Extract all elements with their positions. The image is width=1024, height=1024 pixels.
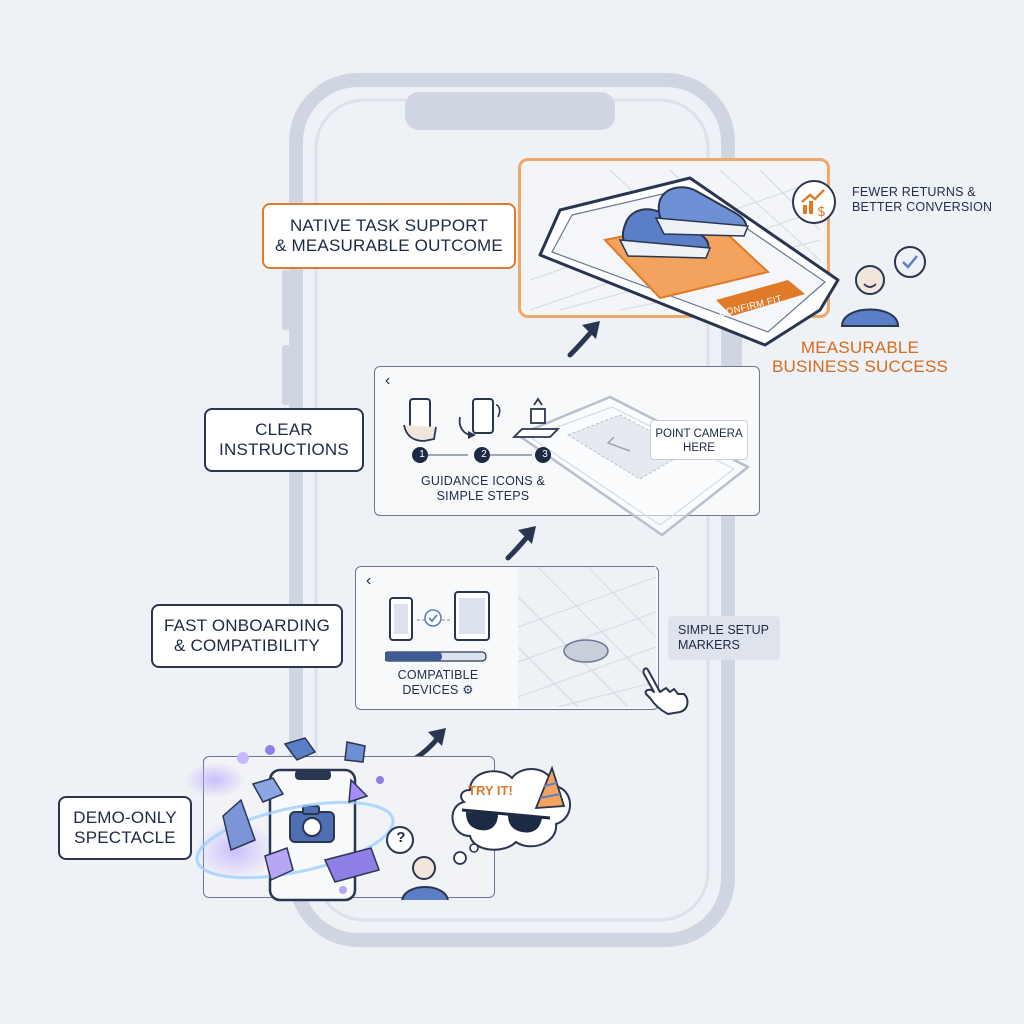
gear-icon: ⚙ — [462, 683, 474, 697]
try-it-text: TRY IT! — [468, 783, 513, 798]
svg-text:$: $ — [817, 204, 826, 220]
compatible-devices-icons — [385, 591, 490, 662]
arrow-up-icon — [567, 321, 600, 358]
setup-grid-area — [518, 567, 656, 707]
spectacle-scene — [185, 737, 395, 902]
rotate-phone-icon — [458, 398, 501, 439]
place-surface-icon — [511, 397, 561, 438]
back-icon[interactable]: ‹ — [385, 372, 391, 389]
confused-user-icon — [386, 826, 449, 900]
arrow-up-icon-2 — [505, 526, 536, 561]
satisfied-user-icon — [840, 246, 926, 327]
compatible-devices-caption: COMPATIBLE DEVICES ⚙ — [397, 668, 479, 697]
native-task-label: NATIVE TASK SUPPORT& MEASURABLE OUTCOME — [262, 203, 516, 269]
growth-chart-icon: $ — [792, 180, 836, 224]
step-3-number: 3 — [542, 449, 548, 460]
step-1-number: 1 — [419, 449, 425, 460]
fast-onboarding-label: FAST ONBOARDING& COMPATIBILITY — [151, 604, 343, 668]
translucent-phone — [516, 395, 750, 537]
guidance-caption: GUIDANCE ICONS &SIMPLE STEPS — [420, 474, 546, 503]
question-mark: ? — [396, 829, 406, 846]
party-hat-icon — [534, 765, 566, 810]
sneaker-icon — [618, 186, 750, 259]
fewer-returns-text: FEWER RETURNS &BETTER CONVERSION — [852, 185, 993, 214]
camera-icon — [289, 805, 335, 843]
hand-phone-icon — [403, 398, 437, 442]
pointing-hand-icon — [642, 667, 689, 715]
sunglasses-icon — [461, 808, 551, 833]
thought-cloud — [451, 765, 571, 865]
guidance-steps-icons — [403, 397, 561, 463]
shoe-ar-scene — [529, 169, 840, 347]
back-icon-2[interactable]: ‹ — [366, 572, 372, 589]
step-2-number: 2 — [481, 449, 487, 460]
